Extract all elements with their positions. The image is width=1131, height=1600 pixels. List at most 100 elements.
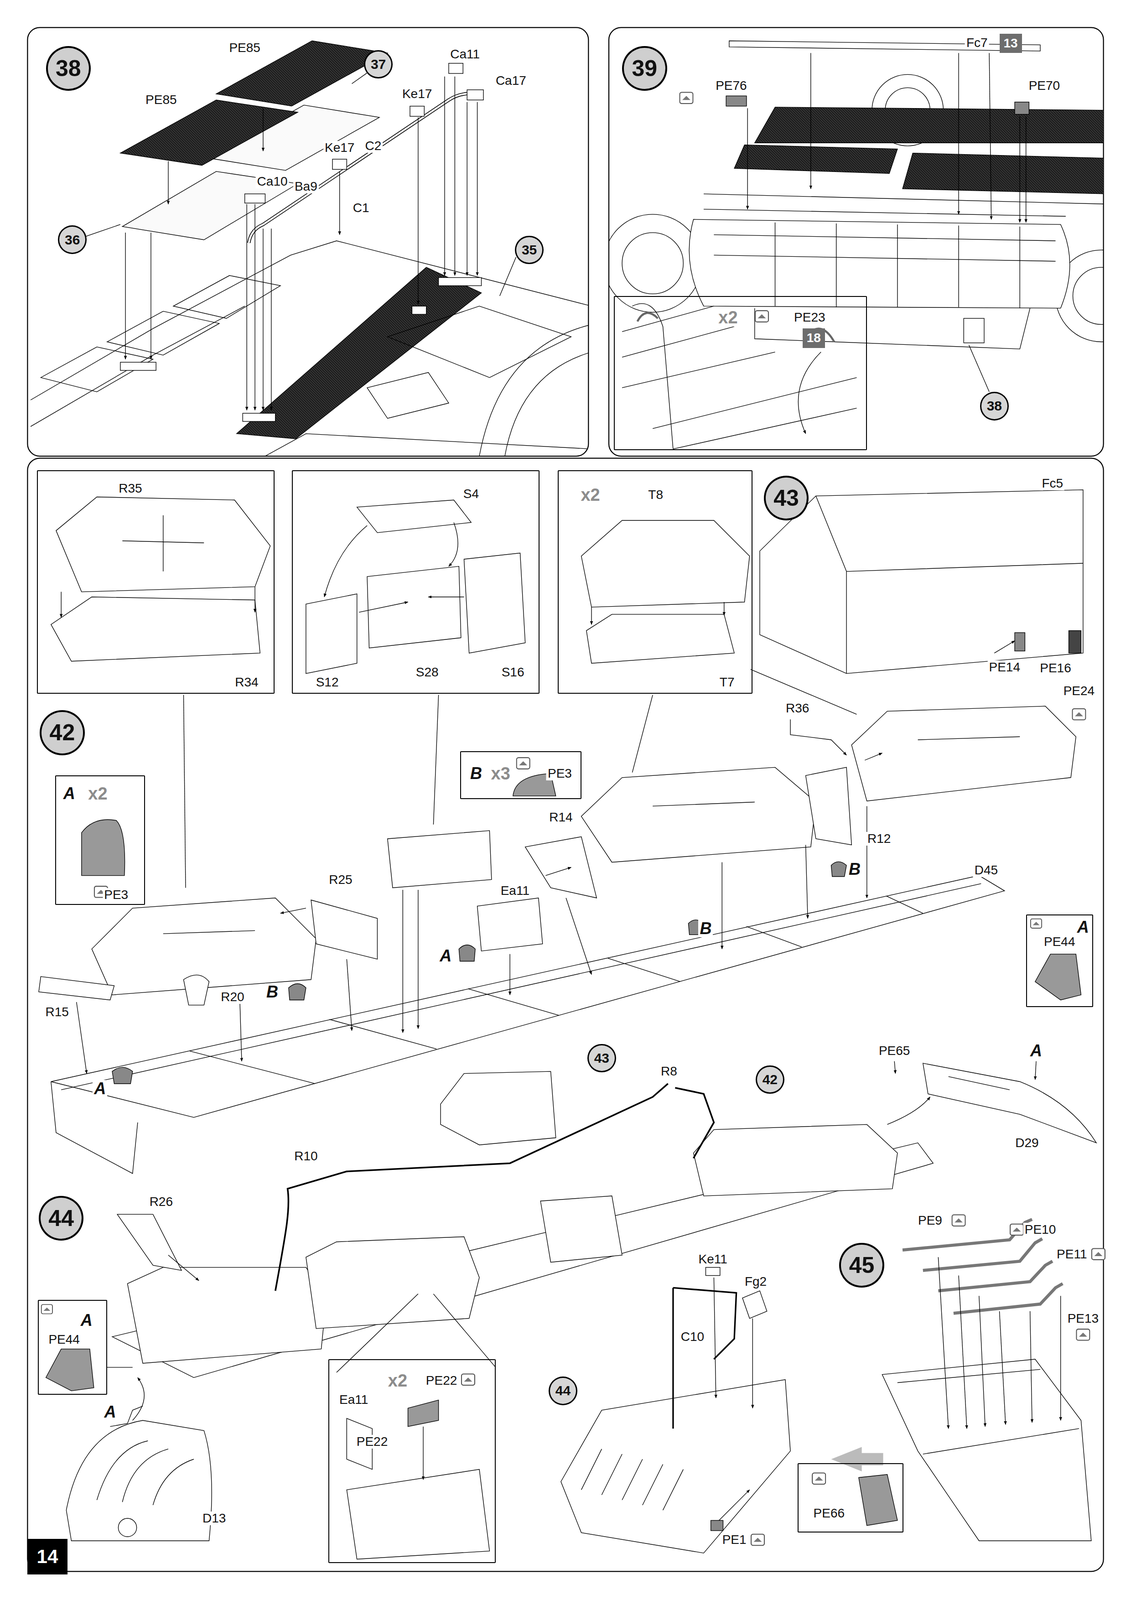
step-39-art bbox=[747, 108, 748, 209]
steps-42-45-art bbox=[76, 1001, 87, 1074]
steps-42-45-art bbox=[107, 1366, 133, 1368]
part-label: PE16 bbox=[1038, 661, 1073, 675]
part-number: A bbox=[79, 1311, 94, 1329]
photo-etch-icons bbox=[1072, 708, 1086, 721]
part-label: PE24 bbox=[1062, 684, 1097, 698]
steps-42-45-art bbox=[1035, 1061, 1037, 1080]
panel-frames bbox=[27, 27, 1104, 1572]
steps-42-45-art bbox=[280, 907, 307, 914]
steps-42-45-art bbox=[417, 889, 419, 1029]
photo-etch-icons bbox=[41, 92, 1106, 1546]
assembly-callout: 44 bbox=[555, 1383, 571, 1398]
steps-42-45-art bbox=[525, 836, 597, 898]
step-39-art bbox=[689, 219, 1070, 309]
part-label: PE11 bbox=[1055, 1247, 1089, 1261]
steps-42-45-art bbox=[132, 1377, 145, 1421]
photo-etch-icons bbox=[812, 1472, 826, 1484]
steps-42-45-art bbox=[948, 1076, 1010, 1090]
steps-42-45-art bbox=[346, 959, 352, 1031]
detail-inset: x2PE22Ea11PE22 bbox=[328, 1359, 496, 1563]
step-39-art bbox=[726, 95, 747, 106]
steps-42-45-art bbox=[759, 489, 1084, 674]
part-label: D29 bbox=[1013, 1136, 1040, 1150]
step-number: 42 bbox=[49, 721, 76, 744]
part-label: R36 bbox=[784, 701, 811, 716]
step-38-art bbox=[254, 203, 255, 410]
step-38-art bbox=[417, 117, 419, 304]
part-label: Fg2 bbox=[743, 1274, 768, 1289]
step-38-art bbox=[246, 203, 248, 410]
steps-42-45-art bbox=[254, 586, 255, 613]
steps-42-45-art bbox=[306, 1236, 480, 1329]
part-label: R25 bbox=[327, 872, 354, 887]
part-number: B bbox=[468, 764, 484, 783]
part-label: PE1 bbox=[721, 1532, 748, 1547]
steps-42-45-art bbox=[346, 1469, 490, 1560]
part-number: PE44 bbox=[1042, 934, 1077, 949]
step-38-art bbox=[120, 99, 298, 166]
steps-42-45-art bbox=[560, 1379, 791, 1553]
page-number: 14 bbox=[27, 1538, 68, 1575]
steps-42-45-art bbox=[815, 495, 1084, 674]
steps-42-45-art bbox=[122, 515, 204, 572]
step-38-art bbox=[367, 372, 449, 419]
steps-42-45-art bbox=[38, 976, 115, 1000]
part-number: T8 bbox=[646, 487, 665, 502]
part-label: D45 bbox=[973, 863, 1000, 877]
assembly-marker: B bbox=[847, 860, 862, 878]
part-label: Ea11 bbox=[499, 883, 531, 898]
part-number: R34 bbox=[233, 675, 260, 690]
photo-etch-icons bbox=[516, 757, 530, 769]
part-label: PE85 bbox=[144, 93, 179, 107]
steps-42-45-art bbox=[509, 954, 510, 995]
part-number: A bbox=[62, 784, 77, 803]
step-38-art bbox=[499, 257, 517, 296]
part-label: R15 bbox=[44, 1005, 71, 1019]
detail-inset: R35R34 bbox=[36, 470, 275, 694]
steps-42-45-art bbox=[705, 1267, 720, 1276]
step-number: 43 bbox=[773, 486, 799, 510]
step-39-art bbox=[622, 232, 684, 294]
steps-42-45-art bbox=[56, 497, 271, 592]
part-number: A bbox=[1075, 918, 1091, 936]
step-38-art bbox=[438, 277, 482, 286]
step-38-art bbox=[150, 232, 151, 359]
part-number: x3 bbox=[489, 764, 512, 783]
steps-42-45-art bbox=[61, 883, 981, 1090]
step-38-art bbox=[448, 63, 463, 74]
step-38-art bbox=[173, 275, 281, 319]
steps-42-45-art bbox=[673, 1287, 737, 1429]
steps-42-45-art bbox=[448, 522, 458, 566]
steps-42-45-art bbox=[306, 593, 358, 674]
step-38-art bbox=[249, 93, 478, 244]
part-number: PE3 bbox=[102, 887, 130, 902]
steps-42-45-art bbox=[402, 889, 404, 1033]
part-label: C2 bbox=[363, 139, 384, 153]
step-39-art bbox=[968, 344, 990, 392]
step-38-art bbox=[466, 102, 468, 276]
steps-42-45-art bbox=[367, 566, 462, 649]
step-39-art bbox=[1073, 267, 1104, 325]
steps-42-45-art bbox=[51, 596, 260, 662]
detail-inset: PE66 bbox=[797, 1463, 904, 1533]
step-38-art bbox=[107, 311, 220, 355]
step-38-art bbox=[411, 306, 426, 315]
assembly-callout: 35 bbox=[521, 243, 537, 257]
step-38-art bbox=[30, 306, 245, 427]
step-38-art bbox=[477, 102, 478, 276]
steps-42-45-art bbox=[1060, 1295, 1061, 1421]
photo-etch-icons bbox=[1010, 1224, 1024, 1236]
steps-42-45-art bbox=[632, 695, 653, 773]
step-39-art bbox=[622, 306, 857, 449]
step-39-art bbox=[1014, 102, 1029, 115]
step-38-art bbox=[504, 352, 589, 457]
steps-42-45-art bbox=[742, 1290, 768, 1318]
part-number: R35 bbox=[117, 481, 144, 496]
part-label: PE14 bbox=[987, 660, 1022, 675]
steps-42-45-art bbox=[918, 736, 1021, 740]
part-number: PE3 bbox=[546, 766, 574, 781]
assembly-callout: 42 bbox=[755, 1065, 785, 1095]
steps-42-45-art bbox=[866, 805, 867, 898]
